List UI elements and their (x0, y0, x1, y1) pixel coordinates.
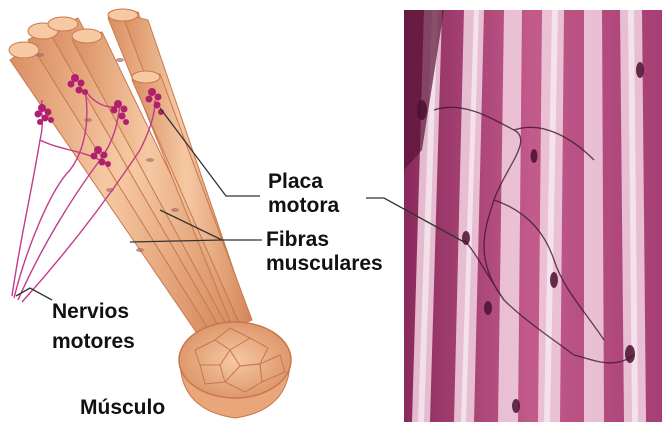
muscle-fibers (9, 9, 252, 345)
label-musculo: Músculo (80, 396, 165, 420)
label-fibras-musculares: Fibras musculares (266, 228, 383, 276)
label-nervios-line2: motores (52, 330, 135, 354)
micrograph-image (404, 10, 662, 422)
label-placa-line1: Placa (268, 170, 339, 194)
label-nervios-motores: Nervios motores (52, 300, 135, 354)
label-placa-line2: motora (268, 194, 339, 218)
muscle-bundle (179, 322, 291, 418)
label-placa-motora: Placa motora (268, 170, 339, 218)
label-fibras-line1: Fibras (266, 228, 383, 252)
label-fibras-line2: musculares (266, 252, 383, 276)
muscle-illustration (0, 0, 400, 422)
label-nervios-line1: Nervios (52, 300, 135, 324)
